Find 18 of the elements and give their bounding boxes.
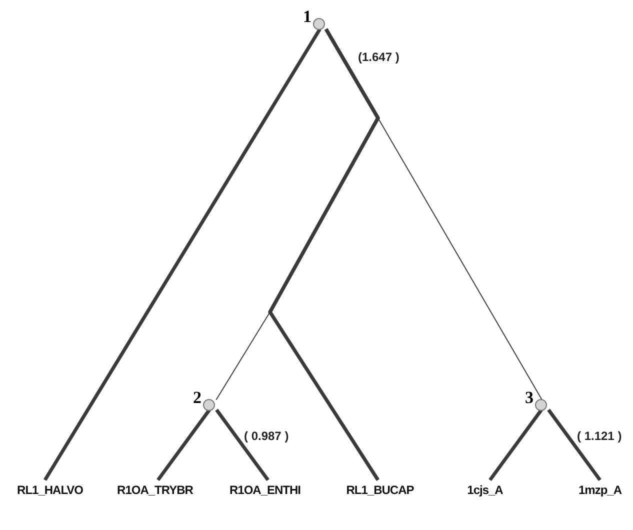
node-number: 1 <box>303 8 312 25</box>
leaf-label: R1OA_ENTHI <box>230 482 300 499</box>
branch-length: ( 1.121 ) <box>577 430 622 442</box>
branch-length: (1.647 ) <box>358 51 400 63</box>
node-number: 3 <box>525 389 534 406</box>
branch-length: ( 0.987 ) <box>244 430 289 442</box>
leaf-label: RL1_BUCAP <box>346 482 414 499</box>
node-number: 2 <box>193 389 202 406</box>
leaf-label: R1OA_TRYBR <box>117 482 193 499</box>
tree-branch <box>547 408 602 482</box>
tree-branch <box>44 28 322 481</box>
tree-branch <box>156 408 211 482</box>
leaf-label: RL1_HALVO <box>17 482 83 499</box>
tree-branch <box>488 408 543 482</box>
tree-branch <box>268 28 380 481</box>
leaf-label: 1mzp_A <box>578 482 622 499</box>
leaf-label: 1cjs_A <box>467 482 503 499</box>
tree-branch <box>215 408 270 482</box>
